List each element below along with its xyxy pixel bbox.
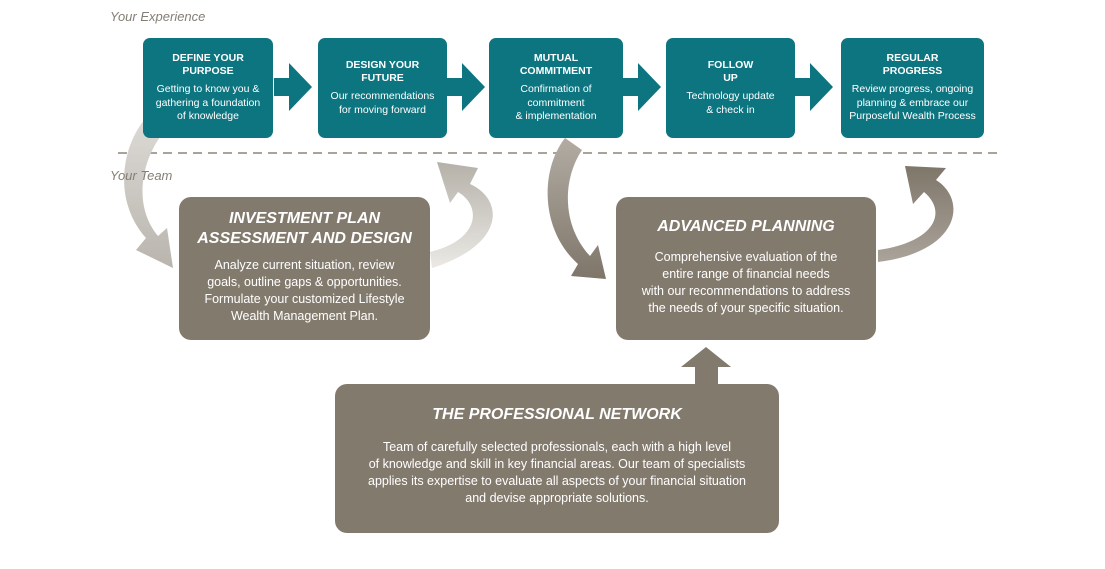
label-your-experience: Your Experience [110, 9, 206, 24]
arrow-right-icon [447, 63, 485, 111]
curved-arrow-icon [547, 138, 606, 279]
box-title: ADVANCED PLANNING [657, 218, 835, 235]
label-your-team: Your Team [110, 168, 173, 183]
step-title: FOLLOW UP [707, 59, 754, 84]
curved-arrow-icon [878, 166, 954, 262]
box-investment-plan: INVESTMENT PLAN ASSESSMENT AND DESIGN An… [179, 197, 430, 340]
step-define-purpose: DEFINE YOUR PURPOSE Getting to know you … [143, 38, 273, 138]
box-desc: Analyze current situation, review goals,… [204, 258, 405, 323]
step-follow-up: FOLLOW UP Technology update & check in [666, 38, 795, 138]
curved-arrow-icon [430, 162, 493, 268]
step-desc: Technology update & check in [686, 90, 775, 116]
arrow-right-icon [795, 63, 833, 111]
step-regular-progress: REGULAR PROGRESS Review progress, ongoin… [841, 38, 984, 138]
step-title: MUTUAL COMMITMENT [519, 52, 593, 78]
arrow-up-icon [681, 347, 731, 385]
box-desc: Team of carefully selected professionals… [368, 440, 746, 505]
arrow-right-icon [623, 63, 661, 111]
step-desc: Our recommendations for moving forward [330, 90, 435, 116]
step-desc: Confirmation of commitment & implementat… [515, 83, 597, 123]
box-advanced-planning: ADVANCED PLANNING Comprehensive evaluati… [616, 197, 876, 340]
step-desc: Getting to know you & gathering a founda… [155, 83, 261, 123]
step-desc: Review progress, ongoing planning & embr… [849, 83, 976, 123]
box-professional-network: THE PROFESSIONAL NETWORK Team of careful… [335, 384, 779, 533]
step-title: DESIGN YOUR FUTURE [345, 59, 420, 84]
arrow-right-icon [274, 63, 312, 111]
box-title: THE PROFESSIONAL NETWORK [432, 406, 682, 423]
step-title: DEFINE YOUR PURPOSE [172, 52, 244, 78]
curved-arrow-icon [124, 118, 173, 268]
box-title: INVESTMENT PLAN ASSESSMENT AND DESIGN [197, 210, 412, 247]
box-desc: Comprehensive evaluation of the entire r… [641, 250, 851, 315]
step-title: REGULAR PROGRESS [882, 52, 943, 78]
step-design-future: DESIGN YOUR FUTURE Our recommendations f… [318, 38, 447, 138]
step-mutual-commitment: MUTUAL COMMITMENT Confirmation of commit… [489, 38, 623, 138]
